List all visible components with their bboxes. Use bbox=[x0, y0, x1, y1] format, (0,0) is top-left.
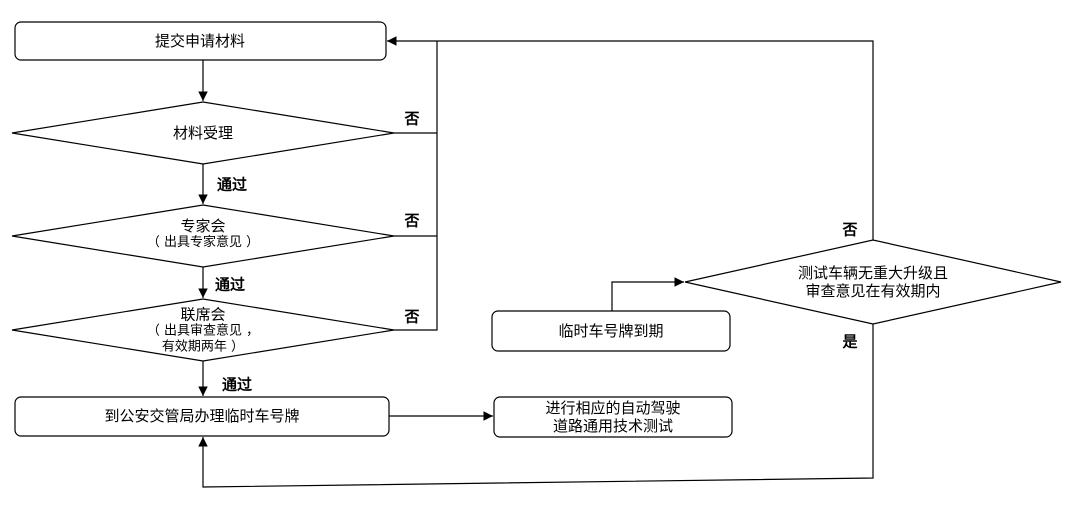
test-line2: 道路通用技术测试 bbox=[552, 417, 674, 435]
no-label-expert: 否 bbox=[404, 211, 420, 230]
expert-label: 专家会 （ 出具专家意见 ） bbox=[147, 217, 259, 251]
test-label: 进行相应的自动驾驶 道路通用技术测试 bbox=[545, 399, 680, 435]
submit-box bbox=[14, 21, 387, 61]
no-label-joint: 否 bbox=[404, 307, 420, 326]
joint-label: 联席会 （ 出具审查意见 ， 有效期两年 ） bbox=[147, 305, 259, 354]
joint-note-line2: 有效期两年 ） bbox=[161, 339, 245, 354]
check-line1: 测试车辆无重大升级且 bbox=[797, 264, 949, 282]
check-label: 测试车辆无重大升级且 审查意见在有效期内 bbox=[798, 264, 948, 300]
accept-label: 材料受理 bbox=[172, 124, 234, 142]
expert-title: 专家会 bbox=[180, 217, 226, 236]
police-label: 到公安交管局办理临时车号牌 bbox=[104, 407, 300, 425]
arrow-check-no-submit bbox=[387, 36, 874, 240]
expire-label: 临时车号牌到期 bbox=[558, 322, 664, 340]
no-return-line bbox=[394, 41, 438, 331]
yes-label-check: 是 bbox=[842, 332, 858, 351]
pass-label-3: 通过 bbox=[221, 375, 253, 394]
check-line2: 审查意见在有效期内 bbox=[805, 282, 941, 300]
no-label-accept: 否 bbox=[404, 109, 420, 128]
test-box bbox=[493, 396, 733, 438]
pass-label-1: 通过 bbox=[216, 175, 248, 194]
expert-note: （ 出具专家意见 ） bbox=[146, 235, 260, 251]
no-label-check: 否 bbox=[842, 220, 858, 239]
expire-box bbox=[491, 310, 731, 352]
submit-label: 提交申请材料 bbox=[154, 32, 246, 50]
joint-note-line1: （ 出具审查意见 ， bbox=[146, 323, 260, 339]
check-diamond bbox=[684, 239, 1062, 325]
pass-label-2: 通过 bbox=[214, 275, 246, 294]
test-line1: 进行相应的自动驾驶 bbox=[545, 399, 681, 417]
joint-title: 联席会 bbox=[180, 305, 226, 324]
arrow-check-yes-police bbox=[198, 324, 874, 488]
arrow-expire-check bbox=[611, 277, 684, 311]
